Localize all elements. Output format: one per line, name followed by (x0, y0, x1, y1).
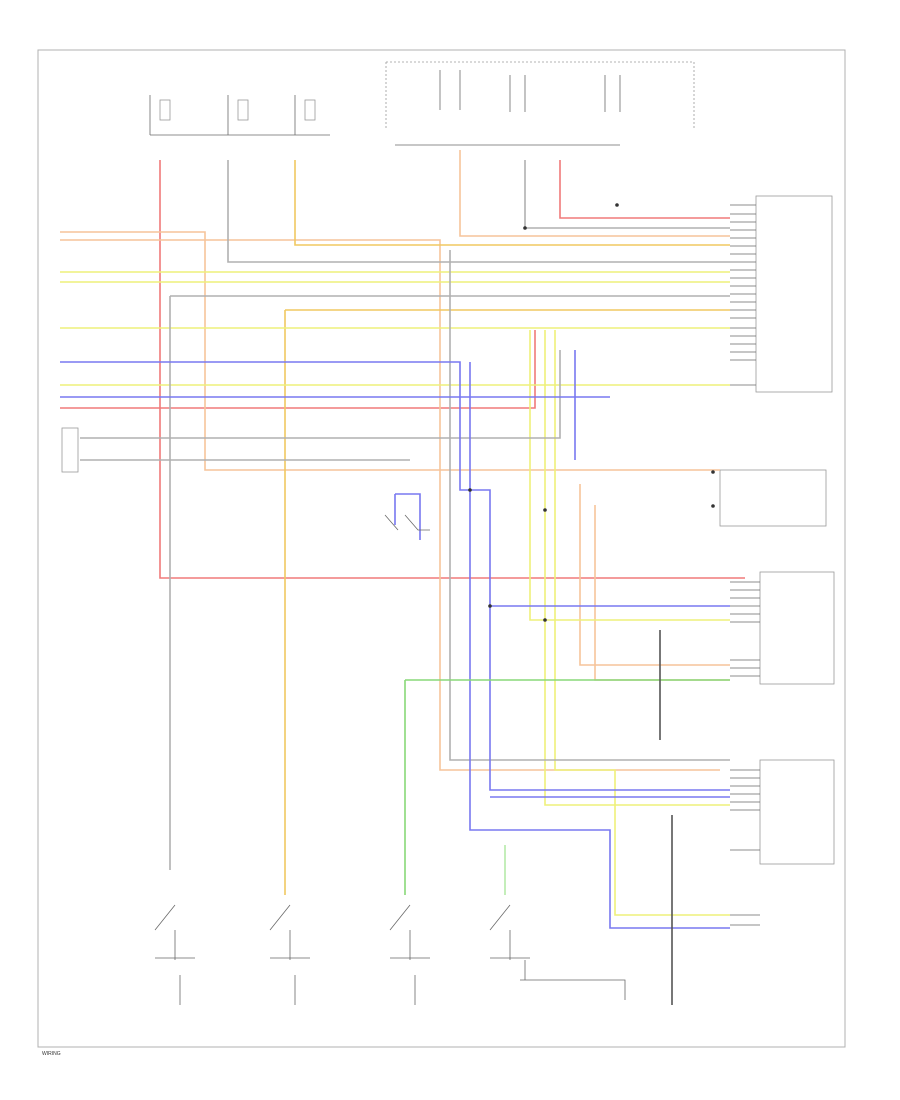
orange-wire-5 (594, 505, 730, 681)
page-label: WIRING (42, 1051, 61, 1057)
gold-wire-2 (284, 309, 730, 895)
junction-dots (468, 203, 715, 622)
bottom-switches (154, 904, 626, 1005)
yellow-wire-5 (529, 330, 730, 621)
blue-wire-5 (394, 493, 421, 540)
gold-wire (294, 160, 730, 246)
driver-lumbar-box (759, 571, 835, 685)
orange-wire-1 (60, 231, 720, 471)
blue-wire-1 (60, 361, 730, 791)
blue-wire-3 (469, 362, 730, 929)
passenger-lumbar-box (759, 759, 835, 865)
green-wire (404, 679, 730, 895)
top-fuses (149, 70, 621, 146)
red-wire-horizontal (60, 330, 536, 409)
gray-wire-1 (227, 160, 730, 263)
orange-wire-2 (60, 239, 720, 771)
left-connector-box (61, 427, 79, 473)
red-wire-top (559, 160, 730, 219)
connector-pins (730, 204, 760, 926)
headrest-motor-box (719, 469, 827, 527)
yellow-wire-7 (554, 330, 730, 916)
yellow-wire-6 (544, 330, 730, 806)
orange-wire-3 (459, 150, 730, 237)
diagram-frame (37, 49, 846, 1048)
headrest-switch (384, 514, 430, 531)
gray-wire-6 (449, 250, 730, 761)
gray-wire-3 (80, 350, 561, 439)
red-wire-left (159, 160, 745, 579)
ignition-switch-box (385, 61, 695, 128)
orange-wire-4 (579, 484, 730, 666)
wire-harness (60, 150, 745, 1005)
seat-memory-module-box (755, 195, 833, 393)
